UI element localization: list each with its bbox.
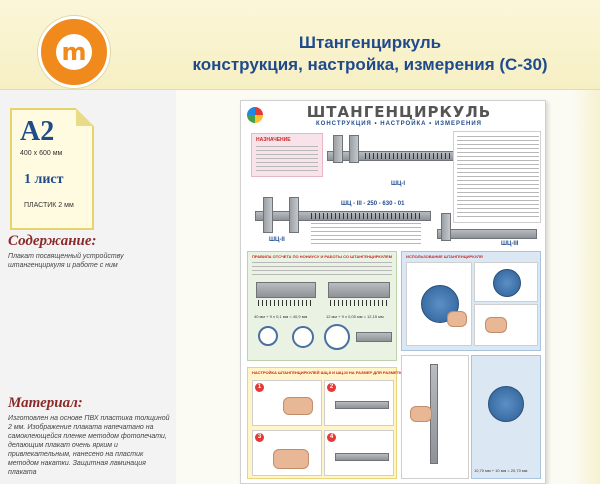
- format-sheets: 1 лист: [24, 172, 64, 187]
- step-1-badge: 1: [255, 383, 264, 392]
- brand-logo-icon: m: [38, 16, 110, 88]
- logo-letter: m: [61, 38, 87, 66]
- vernier-ticks-2: [330, 300, 388, 306]
- step-4-badge: 4: [327, 433, 336, 442]
- label-shc1: ШЦ-I: [391, 181, 406, 187]
- caliper-shc2-jaw-movable: [289, 197, 299, 233]
- setup-caliper-4: [335, 453, 389, 461]
- label-shc2: ШЦ-II: [269, 237, 285, 243]
- part-detail-1: [258, 326, 278, 346]
- hand-icon: [447, 311, 467, 327]
- setup-step-4: 4: [324, 430, 394, 476]
- vernier-scale-2: [328, 282, 390, 298]
- reading-rules-box: ПРАВИЛА ОТСЧЕТА ПО НОНИУСУ И РАБОТЫ СО Ш…: [247, 251, 397, 361]
- caliper-shc1-jaw-fixed: [333, 135, 343, 163]
- hand-icon-2: [485, 317, 507, 333]
- parts-legend: [311, 223, 421, 245]
- title-line-1: Штангенциркуль: [298, 33, 442, 52]
- vernier-scale-1: [256, 282, 316, 298]
- setup-step-3: 3: [252, 430, 322, 476]
- setup-caliper-2: [335, 401, 389, 409]
- spec-table: [453, 131, 541, 223]
- product-title: Штангенциркуль конструкция, настройка, и…: [150, 32, 590, 76]
- reading-example-3: 10,70 мм + 10 мм = 20,70 мм: [474, 468, 528, 473]
- header-band: m Штангенциркуль конструкция, настройка,…: [0, 0, 600, 90]
- caliper-shc2-scale: [311, 213, 421, 219]
- material-text: Изготовлен на основе ПВХ пластика толщин…: [8, 415, 170, 476]
- section-reading-heading: ПРАВИЛА ОТСЧЕТА ПО НОНИУСУ И РАБОТЫ СО Ш…: [252, 254, 393, 259]
- format-card: A2 400 х 600 мм 1 лист ПЛАСТИК 2 мм: [10, 108, 94, 230]
- format-dimensions: 400 х 600 мм: [20, 150, 63, 157]
- poster-logo-icon: [247, 107, 263, 123]
- caliper-shc2-jaw-fixed: [263, 197, 273, 233]
- reading-example-2: 12 мм + 9 х 0,05 мм = 12,15 мм: [326, 314, 384, 319]
- caliper-shc3-beam: [437, 229, 537, 239]
- setup-step-1: 1: [252, 380, 322, 426]
- usage-box: ИСПОЛЬЗОВАНИЕ ШТАНГЕНЦИРКУЛЯ: [401, 251, 541, 351]
- step-3-badge: 3: [255, 433, 264, 442]
- usage-depth-measure: [474, 304, 538, 346]
- contents-text: Плакат посвященный устройству штангенцир…: [8, 253, 124, 269]
- measured-ring-icon: [493, 269, 521, 297]
- poster-subtitle: КОНСТРУКЦИЯ • НАСТРОЙКА • ИЗМЕРЕНИЯ: [315, 121, 482, 127]
- step-2-badge: 2: [327, 383, 336, 392]
- contents-heading: Содержание:: [8, 233, 97, 249]
- usage-outer-measure: [406, 262, 472, 346]
- poster-preview[interactable]: ШТАНГЕНЦИРКУЛЬ КОНСТРУКЦИЯ • НАСТРОЙКА •…: [240, 100, 546, 484]
- section-use-heading: ИСПОЛЬЗОВАНИЕ ШТАНГЕНЦИРКУЛЯ: [406, 254, 483, 259]
- purpose-text-lines: [256, 146, 318, 174]
- label-model: ШЦ - III - 250 - 630 - 01: [341, 201, 405, 207]
- format-material: ПЛАСТИК 2 мм: [24, 202, 74, 209]
- material-heading: Материал:: [8, 395, 83, 411]
- hand-icon-5: [410, 406, 432, 422]
- vernier-ticks-1: [258, 300, 314, 306]
- hand-icon-3: [283, 397, 313, 415]
- caliper-shc1-jaw-movable: [349, 135, 359, 163]
- poster-title: ШТАНГЕНЦИРКУЛЬ: [306, 103, 492, 121]
- page-fold-icon: [76, 108, 94, 126]
- reading-rules-text: [252, 262, 392, 276]
- usage-inner-measure: [474, 262, 538, 302]
- section-setup-heading: НАСТРОЙКА ШТАНГЕНЦИРКУЛЕЙ ШЦ-II И ШЦ-III…: [252, 370, 405, 375]
- caliper-shc1-scale: [365, 153, 455, 159]
- measured-part-icon: [488, 386, 524, 422]
- reading-example-1: 40 мм + 9 х 0,1 мм = 40,9 мм: [254, 314, 308, 319]
- caliper-shc3-jaw: [441, 213, 451, 241]
- purpose-heading: НАЗНАЧЕНИЕ: [256, 137, 291, 143]
- purpose-box: НАЗНАЧЕНИЕ: [251, 133, 323, 177]
- usage-thickness-measure: 10,70 мм + 10 мм = 20,70 мм: [471, 355, 541, 479]
- hand-icon-4: [273, 449, 309, 469]
- title-line-2: конструкция, настройка, измерения (С-30): [192, 55, 548, 74]
- setup-box: НАСТРОЙКА ШТАНГЕНЦИРКУЛЕЙ ШЦ-II И ШЦ-III…: [247, 367, 404, 479]
- depth-rod-detail: [356, 332, 392, 342]
- spec-table-rows: [457, 136, 539, 220]
- usage-height-measure: [401, 355, 469, 479]
- dial-detail: [324, 324, 350, 350]
- setup-step-2: 2: [324, 380, 394, 426]
- part-detail-2: [292, 326, 314, 348]
- format-size: A2: [20, 116, 55, 147]
- label-shc3: ШЦ-III: [501, 241, 519, 247]
